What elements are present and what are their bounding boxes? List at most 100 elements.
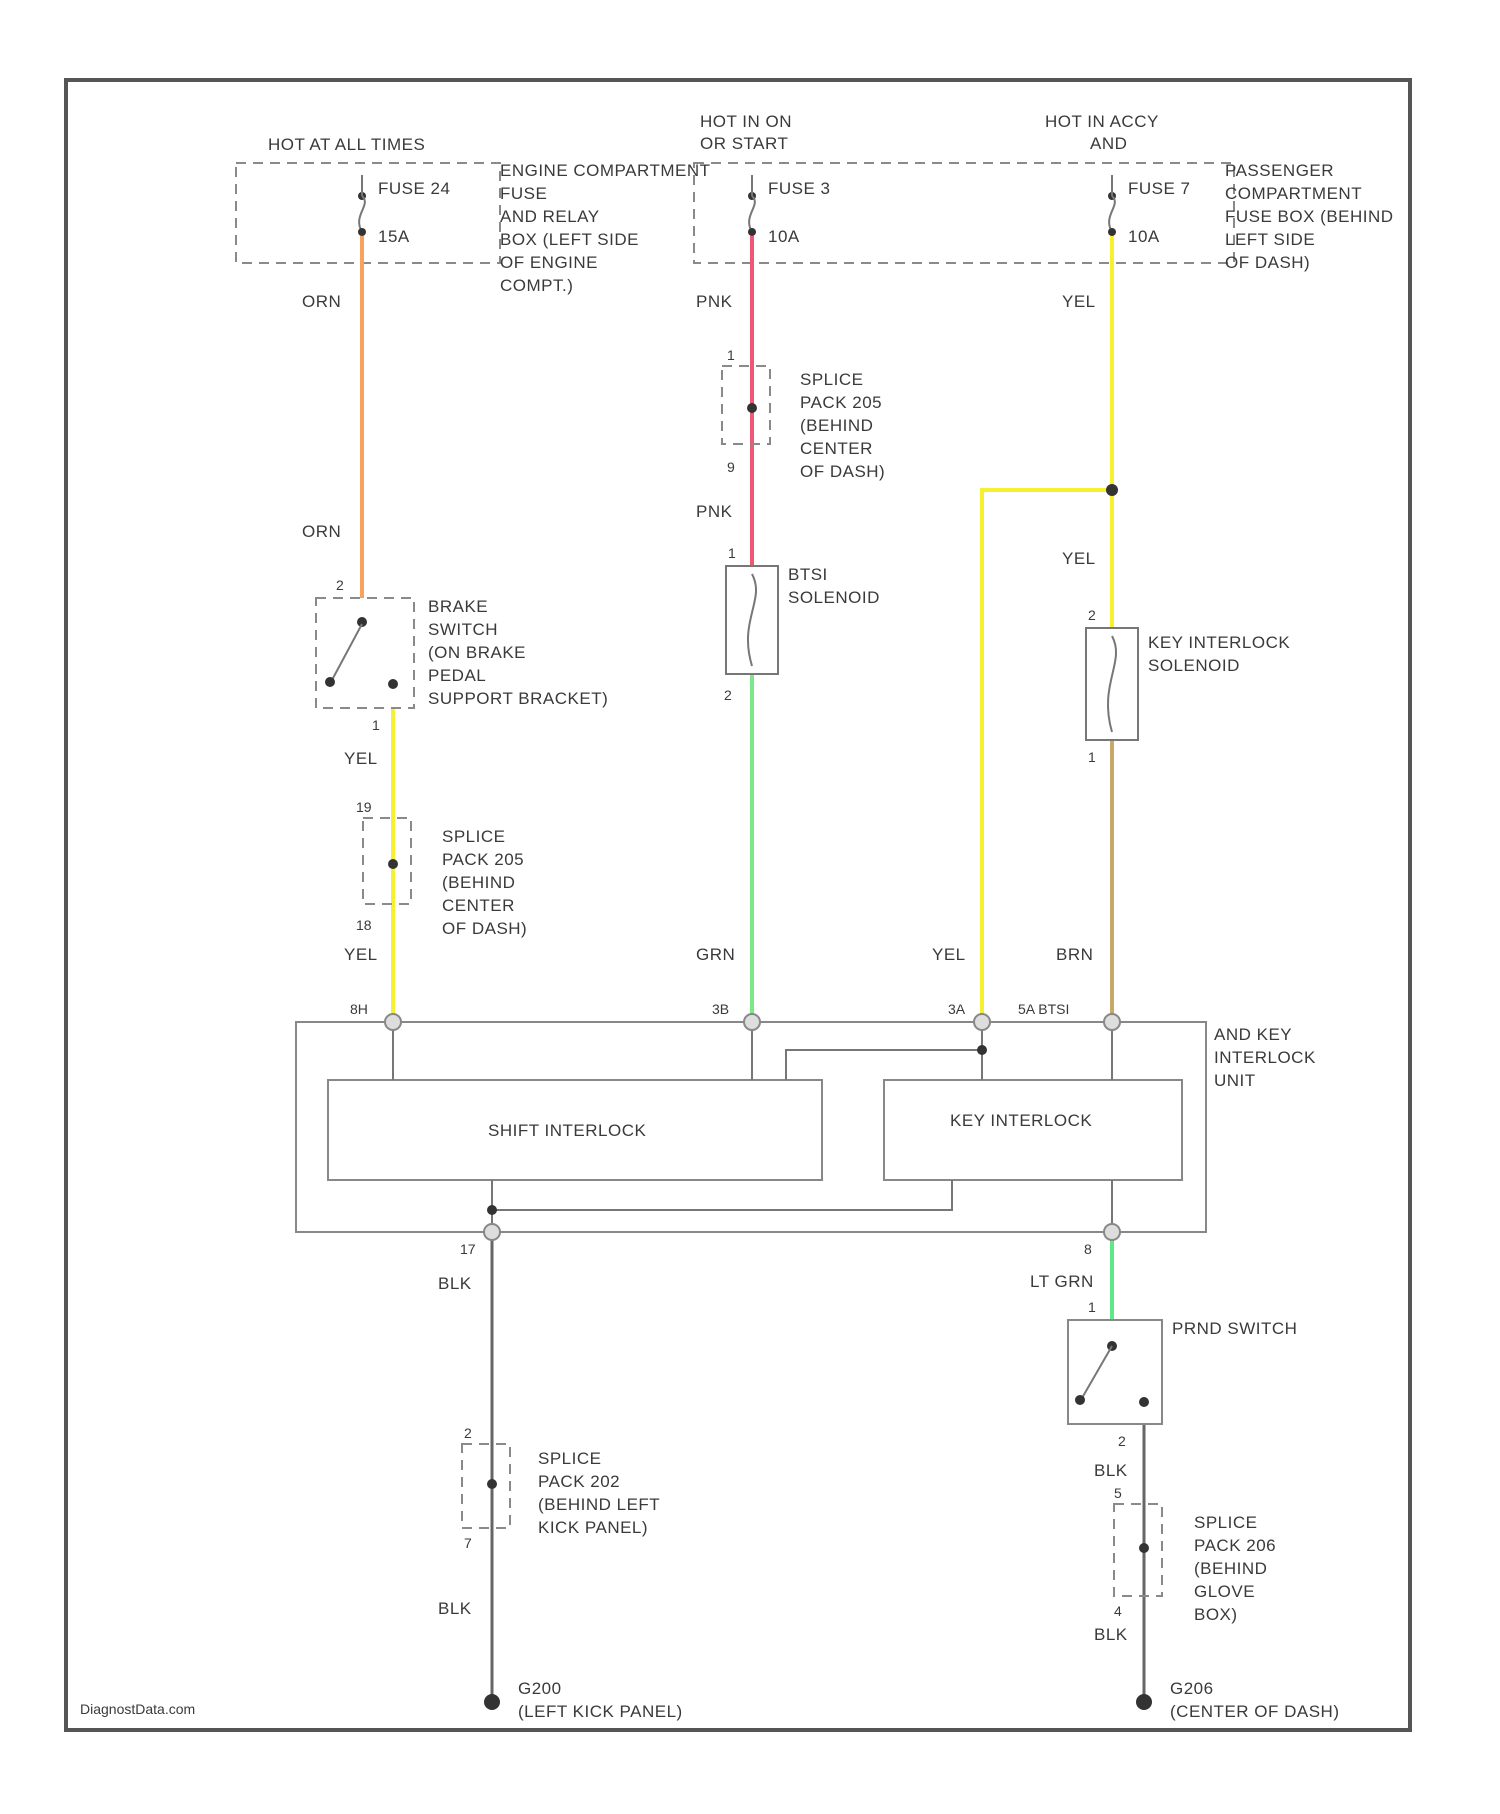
- brake-switch: 2 1 BRAKE SWITCH (ON BRAKE PEDAL SUPPORT…: [316, 577, 608, 733]
- svg-text:BTSI: BTSI: [788, 565, 828, 584]
- svg-text:SPLICE: SPLICE: [1194, 1513, 1257, 1532]
- svg-text:(LEFT KICK PANEL): (LEFT KICK PANEL): [518, 1702, 683, 1721]
- svg-text:YEL: YEL: [344, 945, 378, 964]
- svg-text:9: 9: [727, 459, 735, 475]
- svg-text:YEL: YEL: [344, 749, 378, 768]
- svg-text:ORN: ORN: [302, 292, 341, 311]
- svg-text:PASSENGER: PASSENGER: [1225, 161, 1334, 180]
- svg-text:2: 2: [1118, 1433, 1126, 1449]
- svg-text:BOX): BOX): [1194, 1605, 1238, 1624]
- svg-text:SOLENOID: SOLENOID: [788, 588, 880, 607]
- svg-text:2: 2: [1088, 607, 1096, 623]
- svg-text:YEL: YEL: [1062, 292, 1096, 311]
- svg-text:SPLICE: SPLICE: [800, 370, 863, 389]
- svg-text:ORN: ORN: [302, 522, 341, 541]
- svg-text:YEL: YEL: [1062, 549, 1096, 568]
- svg-text:BRAKE: BRAKE: [428, 597, 488, 616]
- engine-fuse-box-label: ENGINE COMPARTMENT FUSE AND RELAY BOX (L…: [500, 161, 711, 295]
- svg-text:OF ENGINE: OF ENGINE: [500, 253, 598, 272]
- svg-text:GRN: GRN: [696, 945, 735, 964]
- svg-text:4: 4: [1114, 1603, 1122, 1619]
- svg-text:FUSE BOX (BEHIND: FUSE BOX (BEHIND: [1225, 207, 1394, 226]
- svg-text:19: 19: [356, 799, 372, 815]
- btsi-solenoid: 1 2 BTSI SOLENOID: [724, 545, 880, 703]
- svg-text:1: 1: [727, 347, 735, 363]
- svg-text:INTERLOCK: INTERLOCK: [1214, 1048, 1316, 1067]
- svg-text:PACK 206: PACK 206: [1194, 1536, 1276, 1555]
- svg-text:PNK: PNK: [696, 292, 733, 311]
- svg-text:2: 2: [336, 577, 344, 593]
- svg-text:BLK: BLK: [438, 1274, 472, 1293]
- svg-text:PRND SWITCH: PRND SWITCH: [1172, 1319, 1297, 1338]
- fuse-3: FUSE 3 10A: [748, 179, 831, 246]
- svg-text:SUPPORT BRACKET): SUPPORT BRACKET): [428, 689, 608, 708]
- engine-fuse-box-outline: [236, 163, 500, 263]
- svg-text:3B: 3B: [712, 1001, 729, 1017]
- splice-pack-left: 19 18 SPLICE PACK 205 (BEHIND CENTER OF …: [356, 799, 527, 938]
- svg-text:15A: 15A: [378, 227, 410, 246]
- svg-text:1: 1: [728, 545, 736, 561]
- svg-text:8H: 8H: [350, 1001, 368, 1017]
- svg-text:AND KEY: AND KEY: [1214, 1025, 1292, 1044]
- svg-text:PEDAL: PEDAL: [428, 666, 486, 685]
- svg-text:7: 7: [464, 1535, 472, 1551]
- svg-text:(BEHIND: (BEHIND: [442, 873, 515, 892]
- svg-text:1: 1: [1088, 749, 1096, 765]
- svg-text:(BEHIND LEFT: (BEHIND LEFT: [538, 1495, 660, 1514]
- svg-text:3A: 3A: [948, 1001, 966, 1017]
- svg-text:FUSE: FUSE: [500, 184, 547, 203]
- shift-interlock-label: SHIFT INTERLOCK: [488, 1121, 646, 1140]
- svg-text:8: 8: [1084, 1241, 1092, 1257]
- svg-text:5: 5: [1114, 1485, 1122, 1501]
- svg-text:OF DASH): OF DASH): [800, 462, 885, 481]
- svg-text:FUSE 24: FUSE 24: [378, 179, 450, 198]
- ground-right: G206 (CENTER OF DASH): [1136, 1679, 1340, 1721]
- svg-text:SPLICE: SPLICE: [538, 1449, 601, 1468]
- svg-text:2: 2: [724, 687, 732, 703]
- svg-text:(BEHIND: (BEHIND: [1194, 1559, 1267, 1578]
- svg-text:G206: G206: [1170, 1679, 1214, 1698]
- svg-text:PACK 202: PACK 202: [538, 1472, 620, 1491]
- svg-text:BLK: BLK: [438, 1599, 472, 1618]
- svg-text:UNIT: UNIT: [1214, 1071, 1256, 1090]
- watermark: DiagnostData.com: [80, 1701, 195, 1717]
- key-interlock-label: KEY INTERLOCK: [950, 1111, 1092, 1130]
- svg-text:10A: 10A: [1128, 227, 1160, 246]
- svg-text:LT GRN: LT GRN: [1030, 1272, 1094, 1291]
- svg-text:KICK PANEL): KICK PANEL): [538, 1518, 648, 1537]
- label-hot-at-all-times: HOT AT ALL TIMES: [268, 135, 425, 154]
- svg-text:YEL: YEL: [932, 945, 966, 964]
- svg-text:10A: 10A: [768, 227, 800, 246]
- svg-text:1: 1: [1088, 1299, 1096, 1315]
- svg-text:PACK 205: PACK 205: [442, 850, 524, 869]
- key-interlock-solenoid: 2 1 KEY INTERLOCK SOLENOID: [1086, 607, 1290, 765]
- splice-pack-top: 1 9 SPLICE PACK 205 (BEHIND CENTER OF DA…: [722, 347, 885, 481]
- svg-text:2: 2: [464, 1425, 472, 1441]
- splice-pack-bottom-right: 5 4 SPLICE PACK 206 (BEHIND GLOVE BOX): [1114, 1485, 1276, 1624]
- svg-text:(BEHIND: (BEHIND: [800, 416, 873, 435]
- svg-text:AND RELAY: AND RELAY: [500, 207, 600, 226]
- svg-text:BLK: BLK: [1094, 1625, 1128, 1644]
- svg-text:ENGINE COMPARTMENT: ENGINE COMPARTMENT: [500, 161, 711, 180]
- svg-text:(ON BRAKE: (ON BRAKE: [428, 643, 526, 662]
- svg-text:OF DASH): OF DASH): [442, 919, 527, 938]
- svg-text:FUSE 3: FUSE 3: [768, 179, 831, 198]
- svg-text:(CENTER OF DASH): (CENTER OF DASH): [1170, 1702, 1340, 1721]
- ground-left: G200 (LEFT KICK PANEL): [484, 1679, 683, 1721]
- junction-yel: [1106, 484, 1118, 496]
- svg-text:5A BTSI: 5A BTSI: [1018, 1001, 1069, 1017]
- passenger-fuse-box-label: PASSENGER COMPARTMENT FUSE BOX (BEHIND L…: [1225, 161, 1394, 272]
- svg-text:G200: G200: [518, 1679, 562, 1698]
- svg-text:1: 1: [372, 717, 380, 733]
- svg-text:17: 17: [460, 1241, 476, 1257]
- fuse-7: FUSE 7 10A: [1108, 179, 1191, 246]
- svg-text:PACK 205: PACK 205: [800, 393, 882, 412]
- svg-text:BRN: BRN: [1056, 945, 1093, 964]
- svg-text:PNK: PNK: [696, 502, 733, 521]
- svg-text:SPLICE: SPLICE: [442, 827, 505, 846]
- svg-text:CENTER: CENTER: [442, 896, 515, 915]
- svg-text:COMPT.): COMPT.): [500, 276, 573, 295]
- svg-text:KEY INTERLOCK: KEY INTERLOCK: [1148, 633, 1290, 652]
- label-hot-accy-1: HOT IN ACCY: [1045, 112, 1159, 131]
